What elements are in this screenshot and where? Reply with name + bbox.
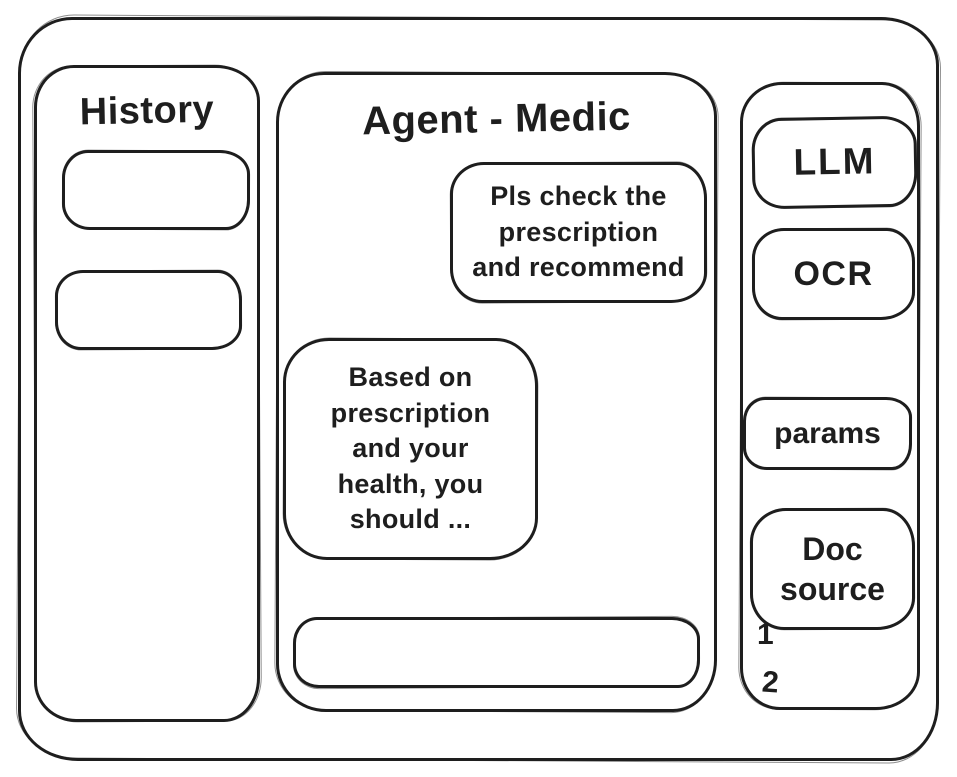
chat-input[interactable] [296,620,697,685]
history-title: History [79,88,215,134]
doc-list-item[interactable]: 2 [760,665,780,700]
app-window: History Agent - Medic Pls check the pres… [18,17,939,761]
history-item[interactable] [55,270,242,350]
params-button[interactable]: params [743,397,912,470]
history-sidebar: History [34,65,260,722]
user-message-bubble: Pls check the prescription and recommend [450,162,707,303]
chat-input-container [293,617,700,688]
doc-list-item[interactable]: 1 [757,618,774,651]
doc-source-button[interactable]: Doc source [750,508,915,630]
history-item[interactable] [62,150,250,230]
chat-panel: Agent - Medic Pls check the prescription… [276,72,717,712]
chat-title: Agent - Medic [361,94,632,144]
llm-button[interactable]: LLM [751,115,918,210]
assistant-message-bubble: Based on prescription and your health, y… [283,338,538,560]
tools-sidebar: LLM OCR params Doc source 1 2 [740,82,920,710]
ocr-button[interactable]: OCR [752,228,915,320]
